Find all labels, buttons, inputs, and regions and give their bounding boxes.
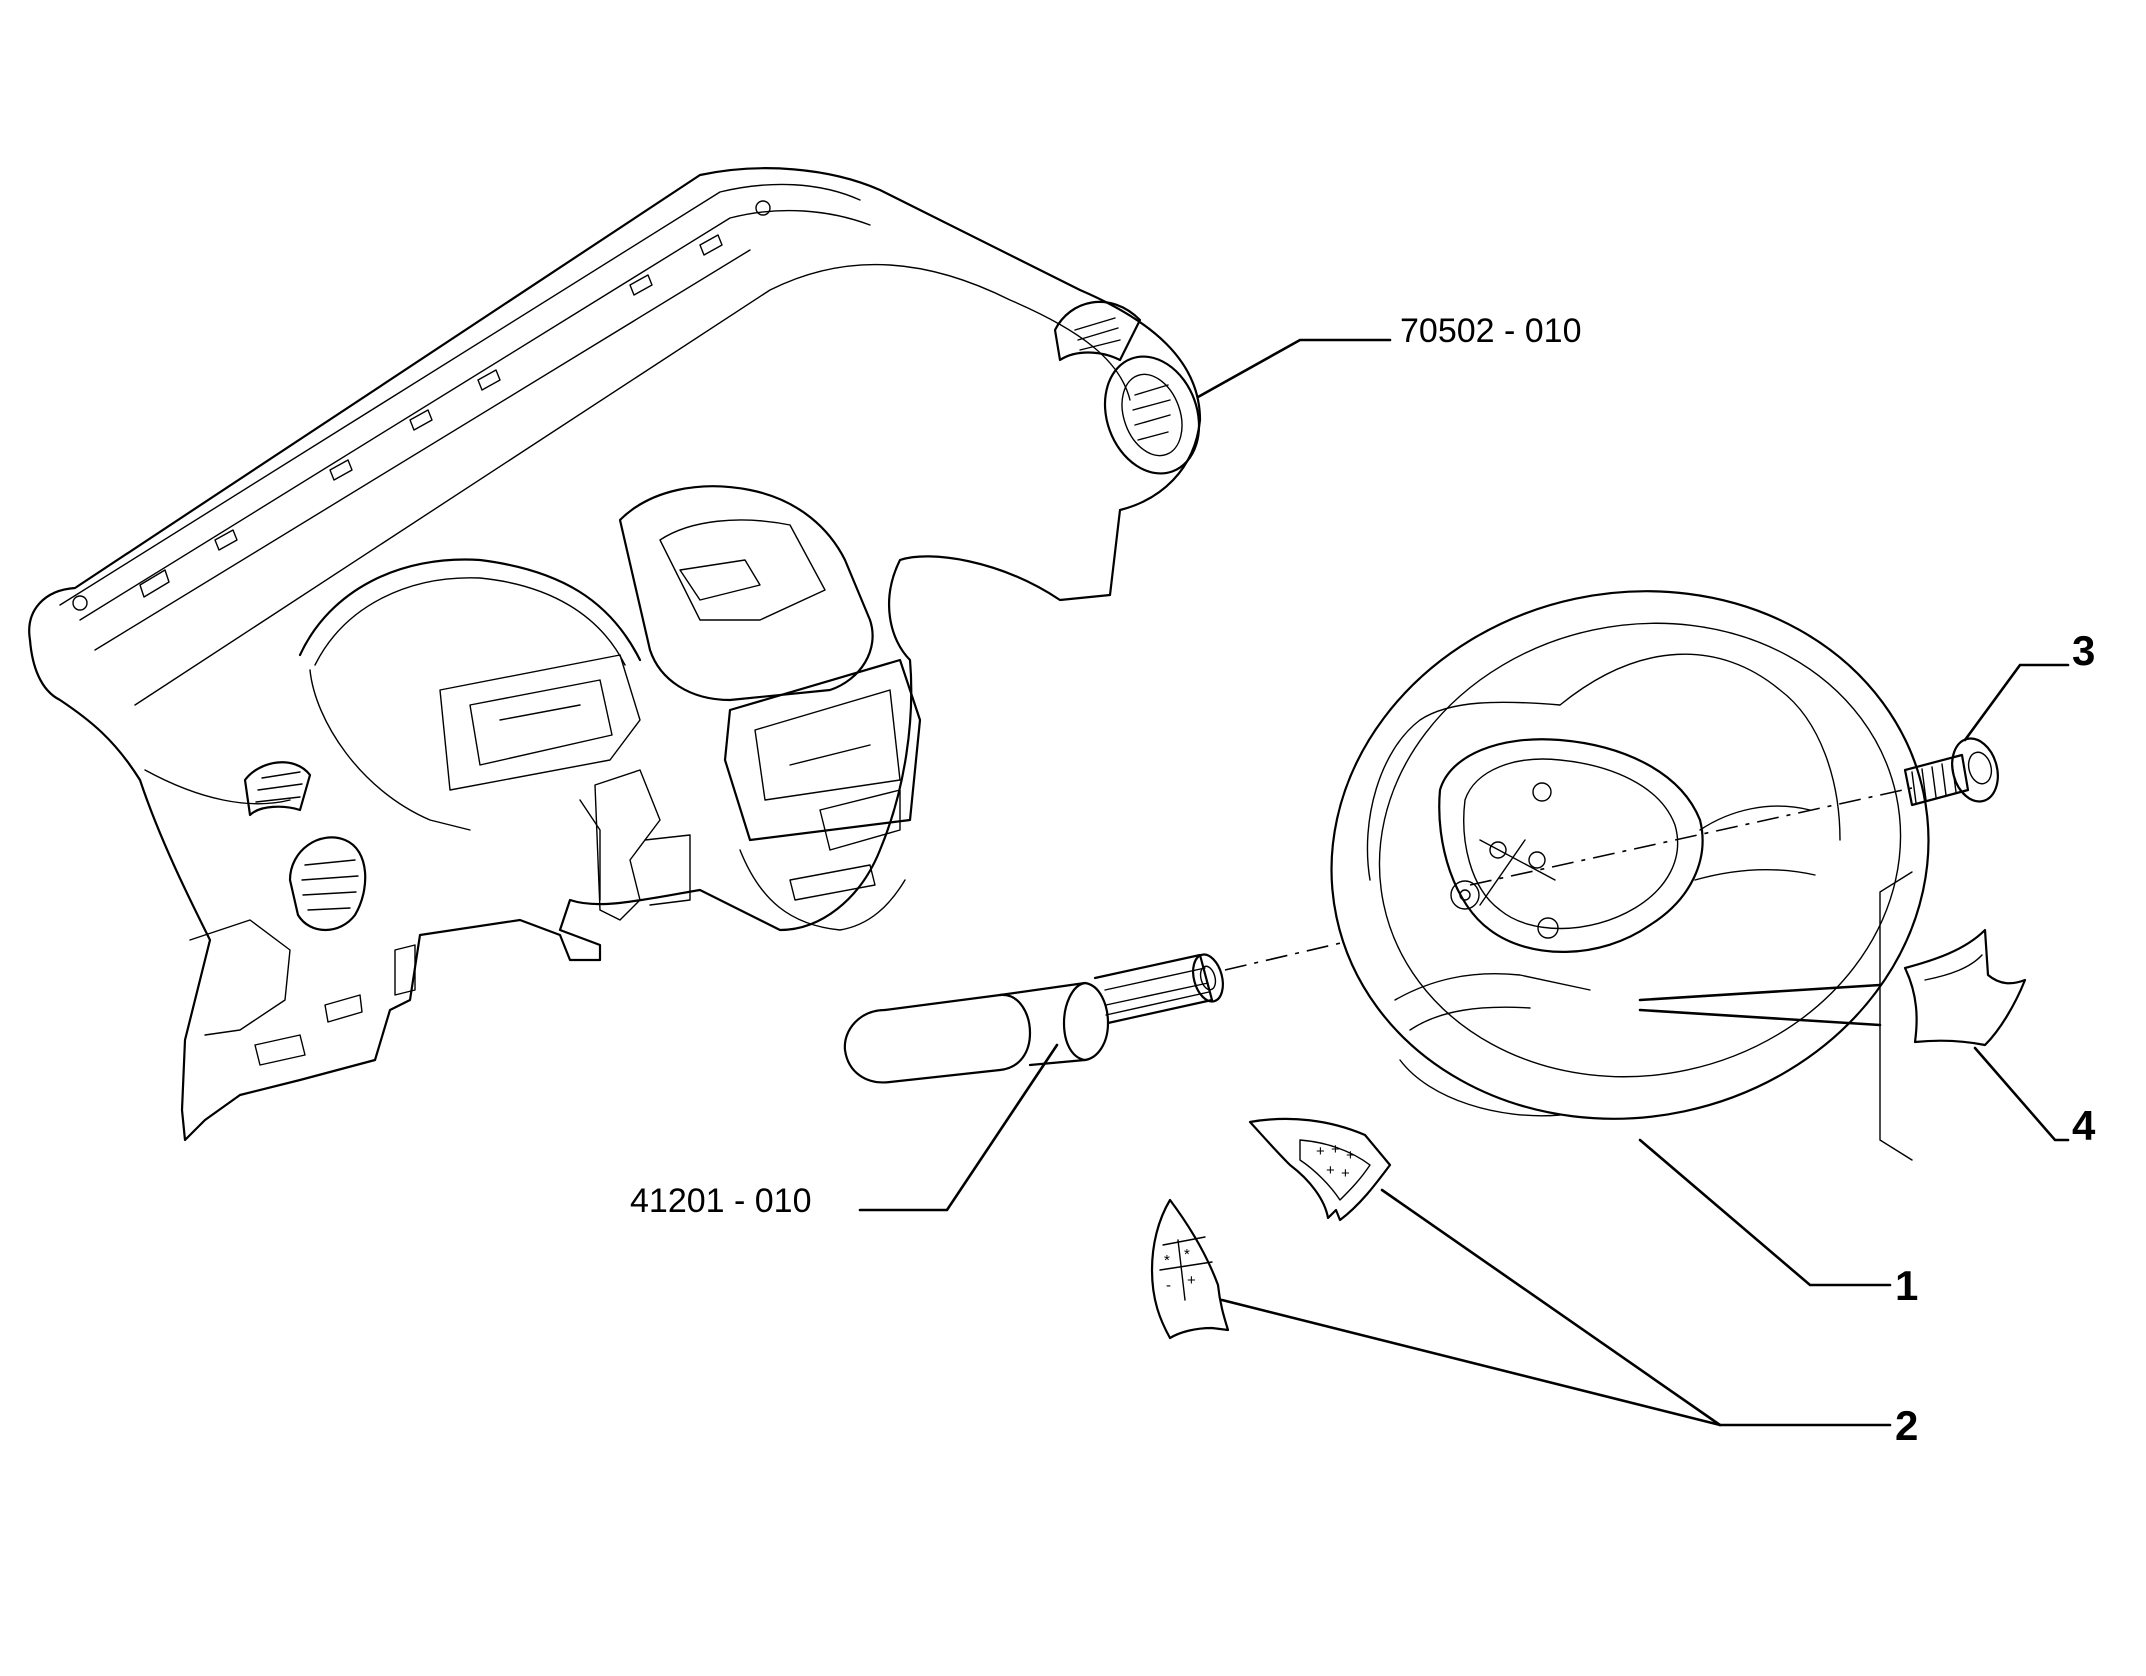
leader-trim-b	[1638, 1008, 1882, 1027]
left-side-vent	[243, 761, 312, 817]
callout-wheel-controls: 2	[1895, 1402, 1918, 1449]
leader-dashboard	[1196, 338, 1392, 399]
steering-wheel	[1330, 590, 1930, 1120]
right-side-vent	[1053, 300, 1142, 362]
left-air-vent	[288, 836, 367, 931]
steering-column	[843, 953, 1224, 1084]
right-pad-symbol-4: +	[1326, 1162, 1335, 1179]
crest-tabs	[139, 234, 723, 598]
leader-right-pad	[1380, 1188, 1722, 1427]
steering-column-ref-label: 41201 - 010	[630, 1182, 812, 1220]
right-pad-symbol-1: +	[1316, 1143, 1325, 1160]
leader-lines	[858, 338, 2070, 1427]
right-air-vent	[1103, 355, 1201, 475]
right-pad-symbol-3: +	[1346, 1147, 1355, 1164]
left-pad-symbol-4: +	[1187, 1272, 1196, 1289]
trim-bracket	[1879, 871, 1913, 1161]
left-pad-symbol-2: *	[1184, 1246, 1190, 1263]
left-pad-symbol-3: -	[1166, 1277, 1171, 1294]
right-control-pad: + + + + +	[1248, 1117, 1392, 1222]
leader-trim-cover	[1973, 1046, 2070, 1142]
trim-cover-part	[1903, 928, 2027, 1047]
dashboard-assembly	[28, 167, 1202, 1142]
leader-wheel	[1638, 1138, 1892, 1287]
callout-trim-cover: 4	[2072, 1102, 2096, 1149]
callout-steering-wheel: 1	[1895, 1262, 1918, 1309]
right-pad-symbol-2: +	[1331, 1141, 1340, 1158]
leader-trim-a	[1638, 983, 1882, 1002]
left-pad-symbol-1: *	[1164, 1252, 1170, 1269]
right-pad-symbol-5: +	[1341, 1165, 1350, 1182]
left-control-pad: * * - +	[1150, 1198, 1230, 1340]
screw-part	[1903, 737, 1999, 807]
callout-screw: 3	[2072, 627, 2095, 674]
axis-line-screw	[1469, 787, 1913, 886]
axis-line-column	[1224, 941, 1346, 971]
leader-screw	[1963, 663, 2070, 742]
dashboard-ref-label: 70502 - 010	[1400, 312, 1582, 350]
leader-left-pad	[1220, 1298, 1892, 1427]
leader-column	[858, 1043, 1059, 1212]
